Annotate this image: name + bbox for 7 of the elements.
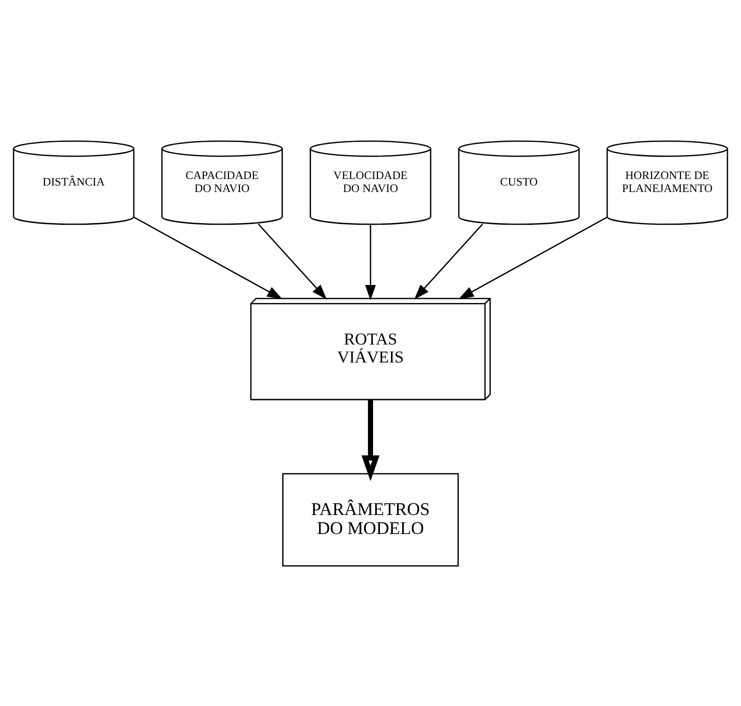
- arrow: [414, 223, 484, 300]
- arrow: [134, 216, 283, 299]
- arrow: [458, 216, 608, 299]
- arrow: [362, 399, 380, 481]
- arrow: [258, 223, 327, 300]
- node-box: PARÂMETROS DO MODELO: [282, 472, 459, 566]
- arrow: [365, 224, 376, 300]
